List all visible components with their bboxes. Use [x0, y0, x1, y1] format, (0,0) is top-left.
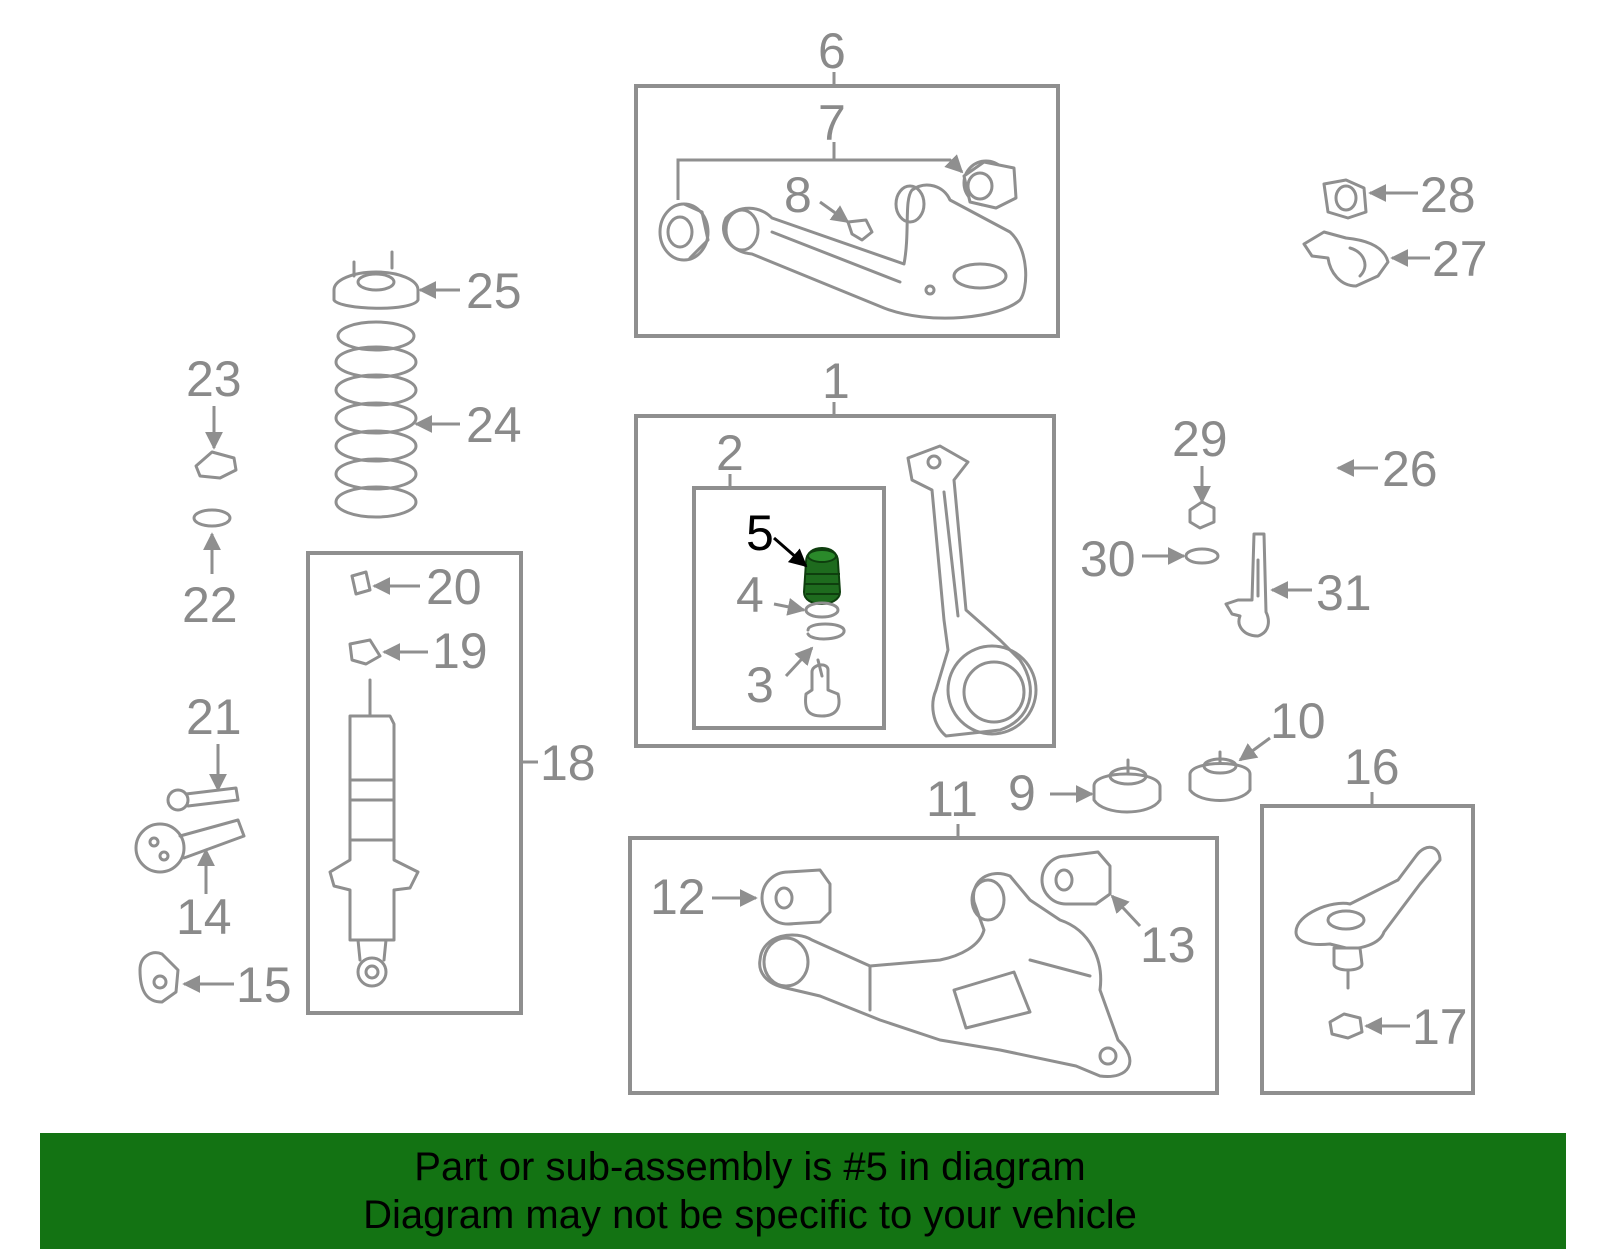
callout-14: 14: [176, 889, 232, 945]
callout-7: 7: [818, 95, 846, 151]
bushing-19: [348, 638, 382, 666]
upper-arm-plug: [846, 218, 874, 242]
callout-25: 25: [466, 263, 522, 319]
callout-2: 2: [716, 425, 744, 481]
callout-4: 4: [736, 567, 764, 623]
snap-ring-4: [804, 601, 840, 619]
knuckle-group-box: [634, 414, 1056, 748]
callout-8: 8: [784, 167, 812, 223]
lower-ball-joint: [1294, 845, 1442, 990]
cam-bolt-14: [134, 818, 246, 874]
callout-10: 10: [1270, 693, 1326, 749]
callout-28: 28: [1420, 167, 1476, 223]
bump-stop-9: [1092, 758, 1162, 814]
steering-knuckle: [906, 444, 1038, 738]
nut-23: [194, 450, 238, 480]
callout-9: 9: [1008, 765, 1036, 821]
nut-29: [1188, 500, 1216, 530]
callout-18: 18: [540, 735, 596, 791]
callout-16: 16: [1344, 739, 1400, 795]
leader-3: [784, 646, 814, 678]
cam-15: [138, 951, 180, 1004]
callout-15: 15: [236, 957, 292, 1013]
leader-5: [773, 536, 808, 568]
lower-arm-group-box: [628, 836, 1219, 1095]
bushing-12: [760, 868, 832, 926]
callout-6: 6: [818, 23, 846, 79]
dust-boot-5: [802, 546, 842, 606]
bump-stop-10: [1188, 750, 1252, 802]
washer-22: [192, 508, 232, 528]
nut-17: [1328, 1012, 1364, 1040]
stabilizer-bar-26: [1202, 256, 1378, 508]
callout-11: 11: [926, 771, 978, 827]
highlighted-part-5: [802, 546, 842, 606]
callout-22: 22: [182, 577, 238, 633]
leader-8: [819, 200, 850, 224]
bushing-20: [350, 570, 372, 596]
footer-banner: Part or sub-assembly is #5 in diagram Di…: [40, 1133, 1566, 1249]
washer-30: [1184, 547, 1220, 565]
coil-spring-24: [334, 320, 418, 519]
ball-joint-group-box: [692, 486, 886, 730]
leader-13: [1110, 894, 1142, 928]
bracket-27: [1302, 230, 1390, 288]
leader-10: [1238, 736, 1271, 762]
ball-joint-3: [804, 658, 841, 718]
callout-26: 26: [1382, 441, 1438, 497]
callout-31: 31: [1316, 565, 1372, 621]
shock-absorber: [328, 678, 420, 988]
callout-21: 21: [186, 689, 242, 745]
callout-19: 19: [432, 623, 488, 679]
stabilizer-link-31: [1224, 532, 1270, 638]
callout-30: 30: [1080, 531, 1136, 587]
strut-mount-25: [332, 250, 420, 310]
callout-1: 1: [822, 353, 850, 409]
callout-27: 27: [1432, 231, 1488, 287]
callout-29: 29: [1172, 411, 1228, 467]
leader-4: [773, 597, 806, 616]
callout-23: 23: [186, 351, 242, 407]
upper-arm-bushing-right: [962, 159, 1018, 210]
callout-20: 20: [426, 559, 482, 615]
callout-12: 12: [650, 869, 706, 925]
upper-arm-bushing-left: [658, 202, 710, 262]
lower-ball-joint-group-box: [1260, 804, 1475, 1095]
footer-line-1: Part or sub-assembly is #5 in diagram: [414, 1145, 1086, 1189]
shock-group-box: [306, 551, 523, 1015]
footer-line-2: Diagram may not be specific to your vehi…: [363, 1193, 1137, 1237]
bushing-13: [1040, 850, 1112, 906]
callout-17: 17: [1412, 999, 1468, 1055]
upper-control-arm: [722, 183, 1028, 320]
bolt-21: [166, 786, 240, 812]
callout-5: 5: [746, 505, 774, 561]
callout-24: 24: [466, 397, 522, 453]
upper-arm-group-box: [634, 84, 1060, 338]
retaining-ring: [806, 622, 846, 641]
bushing-28: [1322, 178, 1368, 220]
lower-control-arm: [758, 872, 1132, 1079]
leader-7-bracket: [676, 154, 964, 200]
callout-3: 3: [746, 657, 774, 713]
callout-13: 13: [1140, 917, 1196, 973]
